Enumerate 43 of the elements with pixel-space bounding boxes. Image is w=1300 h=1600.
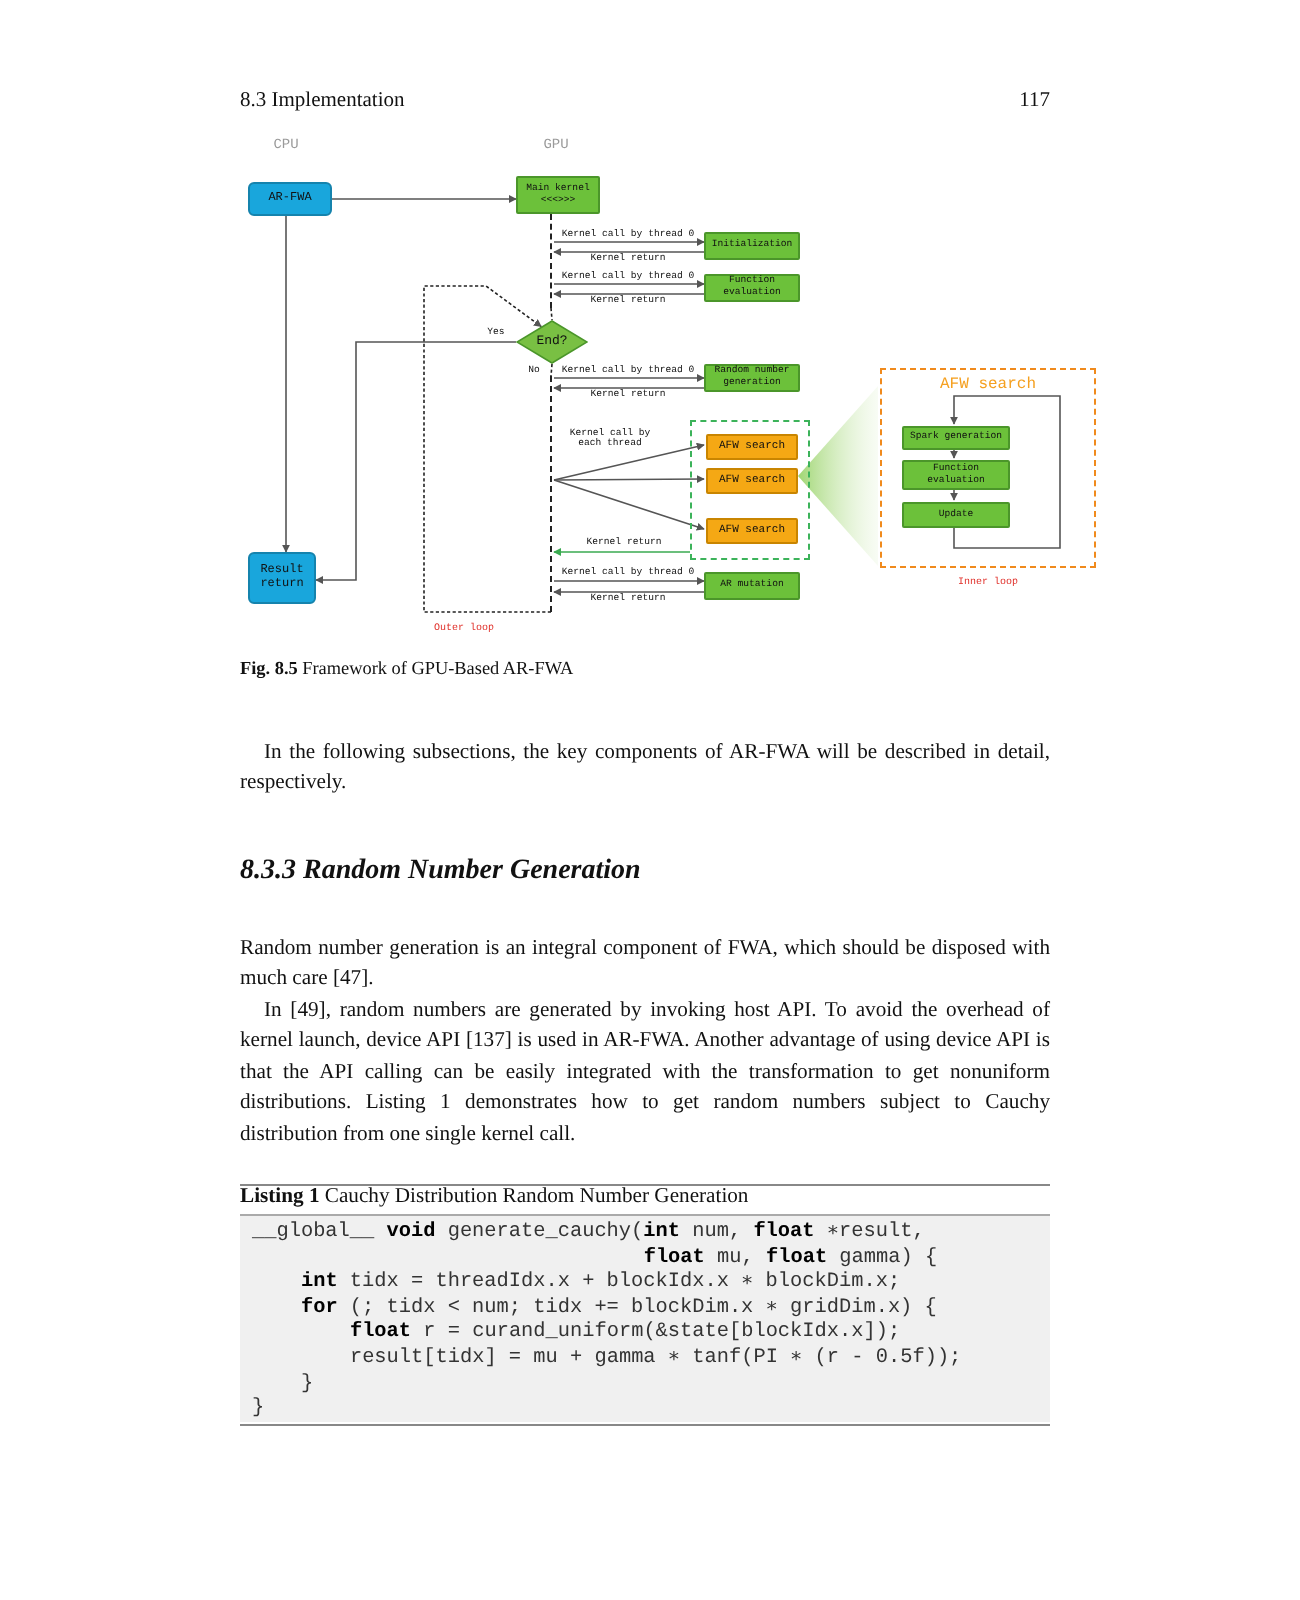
dashed-panel	[880, 368, 1096, 568]
arrow	[553, 248, 705, 256]
figure-caption: Fig. 8.5 Framework of GPU-Based AR-FWA	[240, 658, 576, 678]
arrow	[950, 447, 958, 459]
page-number: 117	[1017, 90, 1050, 112]
listing-title: Listing 1 Cauchy Distribution Random Number Generation	[240, 1186, 751, 1208]
code-line: result[tidx] = mu + gamma ∗ tanf(PI ∗ (r - 0.5f));	[349, 1348, 962, 1372]
arrow	[553, 475, 705, 484]
code-line: __global__ void generate_cauchy(int num, float ∗result,	[252, 1222, 925, 1246]
arrow	[553, 290, 705, 298]
arrow	[553, 384, 705, 392]
code-line: float r = curand_uniform(&state[blockIdx.x]);	[349, 1322, 901, 1347]
arrow	[553, 280, 705, 288]
arrow	[553, 577, 705, 585]
code-line: }	[300, 1373, 314, 1398]
arrow	[553, 442, 705, 481]
running-header: 8.3 Implementation	[240, 90, 407, 112]
paragraph: In the following subsections, the key components of AR-FWA will be described in detail, respectively.	[240, 740, 1050, 799]
code-line: }	[252, 1398, 265, 1423]
connector-line	[550, 307, 553, 321]
arrow	[553, 479, 705, 531]
arrow	[950, 487, 958, 501]
code-line: int tidx = threadIdx.x + blockIdx.x ∗ blockDim.x;	[300, 1272, 901, 1297]
arrow	[553, 588, 705, 596]
panel-heading: AFW search	[939, 376, 1036, 395]
dashed-group-frame	[690, 420, 810, 560]
magnify-wedge	[798, 386, 878, 566]
code-line: float mu, float gamma) {	[643, 1247, 938, 1271]
arrow	[553, 374, 705, 382]
code-line: for (; tidx < num; tidx += blockDim.x ∗ gridDim.x) {	[300, 1297, 937, 1321]
arrow	[950, 395, 1061, 549]
arrow	[331, 195, 517, 203]
connector-line	[550, 363, 553, 377]
section-heading: 8.3.3 Random Number Generation	[240, 856, 643, 888]
arrow	[282, 215, 290, 553]
arrow	[553, 548, 691, 556]
paragraph: Random number generation is an integral component of FWA, which should be disposed with much care [47].	[240, 936, 1050, 995]
timeline-line	[550, 214, 554, 308]
paragraph: In [49], random numbers are generated by invoking host API. To avoid the overhead of kernel launch, device API [137] is used in AR-FWA. Another advantage of using device API is that the API calling can be easily integrated with the transformation to get nonuniform distributions. Listing 1 demonstrates how to get random numbers subject to Cauchy distribution from one single kernel call.	[240, 998, 1050, 1150]
arrow	[315, 341, 517, 584]
timeline-line	[550, 376, 554, 612]
arrow	[423, 285, 552, 613]
arrow	[553, 238, 705, 246]
